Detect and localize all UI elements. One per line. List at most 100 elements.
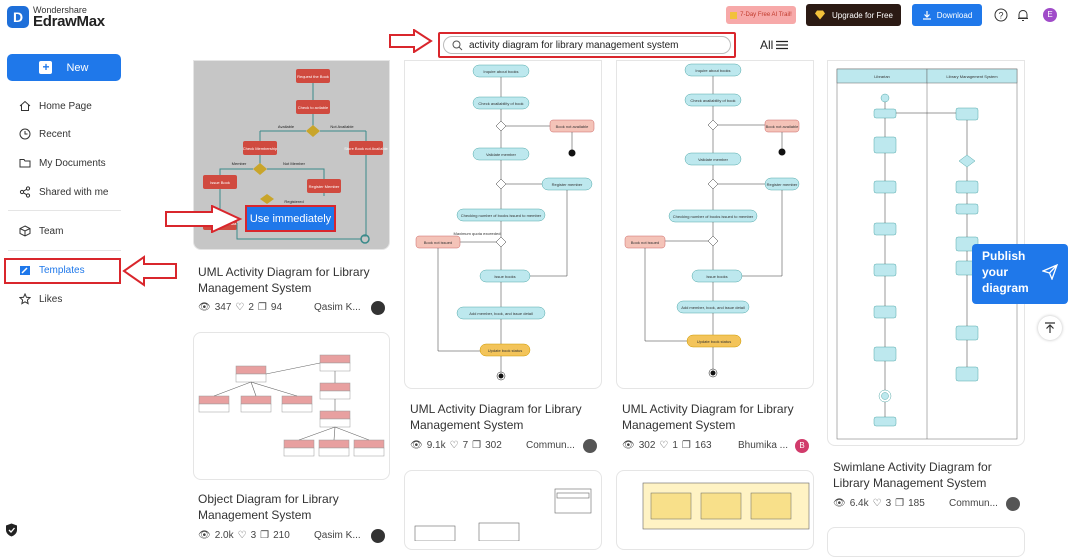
menu-icon [776,40,789,50]
template-card-thumbnail[interactable]: Inquire about books Check availability o… [616,60,814,389]
like-count: 3 [885,498,892,509]
sidebar-item-my-documents[interactable]: My Documents [19,155,106,171]
publish-line: Publish [982,249,1026,263]
card-stats: 👁302 ♡1 ❐163 [622,440,712,451]
template-card-thumbnail[interactable] [827,527,1025,557]
activity-diagram-thumbnail: Inquire about books Check availability o… [415,64,595,381]
card-stats: 👁2.0k ♡3 ❐210 [198,530,290,541]
thumb-text: Check availability of book [690,98,735,103]
folder-icon [19,159,31,168]
gift-icon [730,11,738,19]
template-card-thumbnail[interactable] [193,332,390,480]
sidebar-item-label: Templates [39,264,85,276]
sidebar-item-label: Likes [39,293,63,305]
publish-diagram-button[interactable]: Publish your diagram [972,244,1068,304]
thumb-text: Check to avilable [298,105,329,110]
svg-text:?: ? [998,11,1003,21]
sidebar-item-home[interactable]: Home Page [19,98,92,114]
sidebar-item-recent[interactable]: Recent [19,126,71,142]
template-card-thumbnail[interactable]: Inquire about books Check availability o… [404,60,602,389]
sidebar-item-templates[interactable]: Templates [19,262,85,278]
thumb-text: Not Member [283,161,306,166]
search-bar[interactable] [438,32,736,58]
use-immediately-button[interactable]: Use immediately [245,205,336,232]
card-author[interactable]: Commun... [949,498,998,509]
thumb-text: Available [278,124,295,129]
thumb-text: Librarian [874,74,890,79]
heart-icon: ♡ [449,440,459,451]
search-field[interactable] [443,36,731,54]
author-avatar[interactable] [371,529,385,543]
shield-icon[interactable] [5,523,18,537]
promo-label: 7-Day Free AI Trail! [740,12,792,18]
card-title[interactable]: Swimlane Activity Diagram for Library Ma… [833,460,992,490]
thumb-text: Add member, book, and issue detail [681,305,745,310]
author-avatar[interactable] [1006,497,1020,511]
duplicate-count: 94 [270,302,283,313]
sidebar-item-label: My Documents [39,157,106,169]
card-author[interactable]: Qasim K... [314,530,361,541]
template-card-thumbnail[interactable] [616,470,814,550]
download-button[interactable]: Download [912,4,982,26]
author-avatar[interactable]: B [795,439,809,453]
deployment-diagram-thumbnail [414,488,592,542]
card-title[interactable]: Object Diagram for Library Management Sy… [198,492,339,522]
upgrade-button[interactable]: Upgrade for Free [806,4,901,26]
thumb-text: Issue books [706,274,727,279]
card-title[interactable]: UML Activity Diagram for Library Managem… [410,402,582,432]
sidebar-item-label: Team [39,225,64,237]
card-title[interactable]: UML Activity Diagram for Library Managem… [622,402,794,432]
view-count: 302 [638,440,656,451]
sidebar-item-shared[interactable]: Shared with me [19,184,108,200]
free-ai-trial-button[interactable]: 7-Day Free AI Trail! [726,6,796,24]
annotation-arrow [389,29,433,53]
bell-icon[interactable] [1016,8,1030,22]
arrow-up-icon [1045,322,1055,333]
view-count: 6.4k [849,498,869,509]
author-avatar[interactable] [371,301,385,315]
filter-all-dropdown[interactable]: All [760,38,789,52]
thumb-text: Register member [552,182,583,187]
back-to-top-button[interactable] [1038,316,1062,340]
author-avatar[interactable] [583,439,597,453]
duplicate-count: 210 [273,530,290,541]
thumb-text: Member [232,161,247,166]
thumb-text: Inquire about books [695,68,730,73]
card-author[interactable]: Commun... [526,440,575,451]
help-icon[interactable]: ? [994,8,1008,22]
sidebar-item-label: Home Page [39,100,92,112]
card-author[interactable]: Bhumika ... [738,440,789,451]
sidebar-item-team[interactable]: Team [19,223,63,239]
new-button[interactable]: + New [7,54,121,81]
search-input[interactable] [469,39,709,51]
brand-name[interactable]: EdrawMax [33,13,105,30]
sidebar-item-likes[interactable]: Likes [19,291,62,307]
thumb-text: Checking number of books issued to membe… [461,213,542,218]
sidebar: D Wondershare EdrawMax + New Home Page R… [0,0,133,540]
clock-icon [19,128,31,140]
card-stats: 👁6.4k ♡3 ❐185 [833,498,925,509]
thumb-text: Book not issued [424,240,452,245]
download-icon [922,11,931,20]
publish-line: your [982,265,1009,279]
thumb-text: Update book status [488,348,522,353]
card-author[interactable]: Qasim K... [314,302,361,313]
new-label: New [66,61,89,74]
eye-icon: 👁 [833,498,846,509]
card-title[interactable]: UML Activity Diagram for Library Managem… [198,265,370,295]
copy-icon: ❐ [472,440,482,451]
thumb-text: Store Book not Available [344,146,388,151]
user-avatar[interactable]: E [1043,8,1057,22]
card-stats: 👁347 ♡2 ❐94 [198,302,282,313]
thumb-text: Update book status [697,339,731,344]
thumb-text: Maximum quota exceeded [454,231,501,236]
template-card-thumbnail[interactable] [404,470,602,550]
copy-icon: ❐ [260,530,270,541]
duplicate-count: 185 [908,498,925,509]
sidebar-item-label: Shared with me [39,186,109,198]
filter-label: All [760,38,774,52]
edrawmax-logo-icon[interactable]: D [7,6,29,28]
thumb-text: Not Available [330,124,354,129]
like-count: 3 [250,530,257,541]
view-count: 347 [214,302,232,313]
